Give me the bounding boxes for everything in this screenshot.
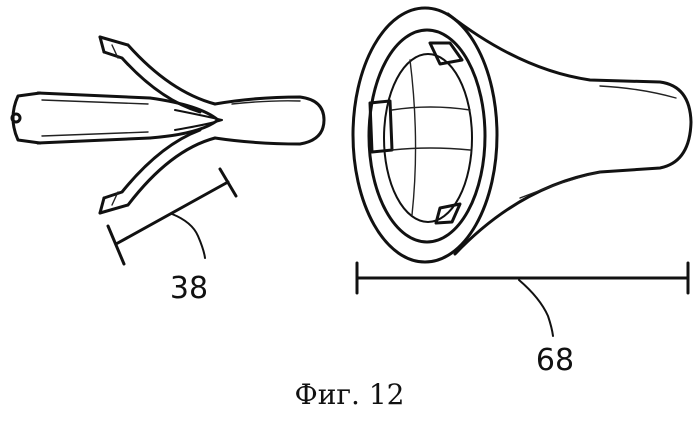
reference-numeral-68: 68 xyxy=(536,343,574,378)
funnel-cone-part xyxy=(353,8,691,262)
figure-caption: Фиг. 12 xyxy=(0,379,699,411)
reference-numeral-38: 38 xyxy=(170,271,208,306)
dimension-line-68 xyxy=(357,263,688,336)
dimension-line-38 xyxy=(108,169,236,264)
forked-tip-part xyxy=(12,37,324,213)
